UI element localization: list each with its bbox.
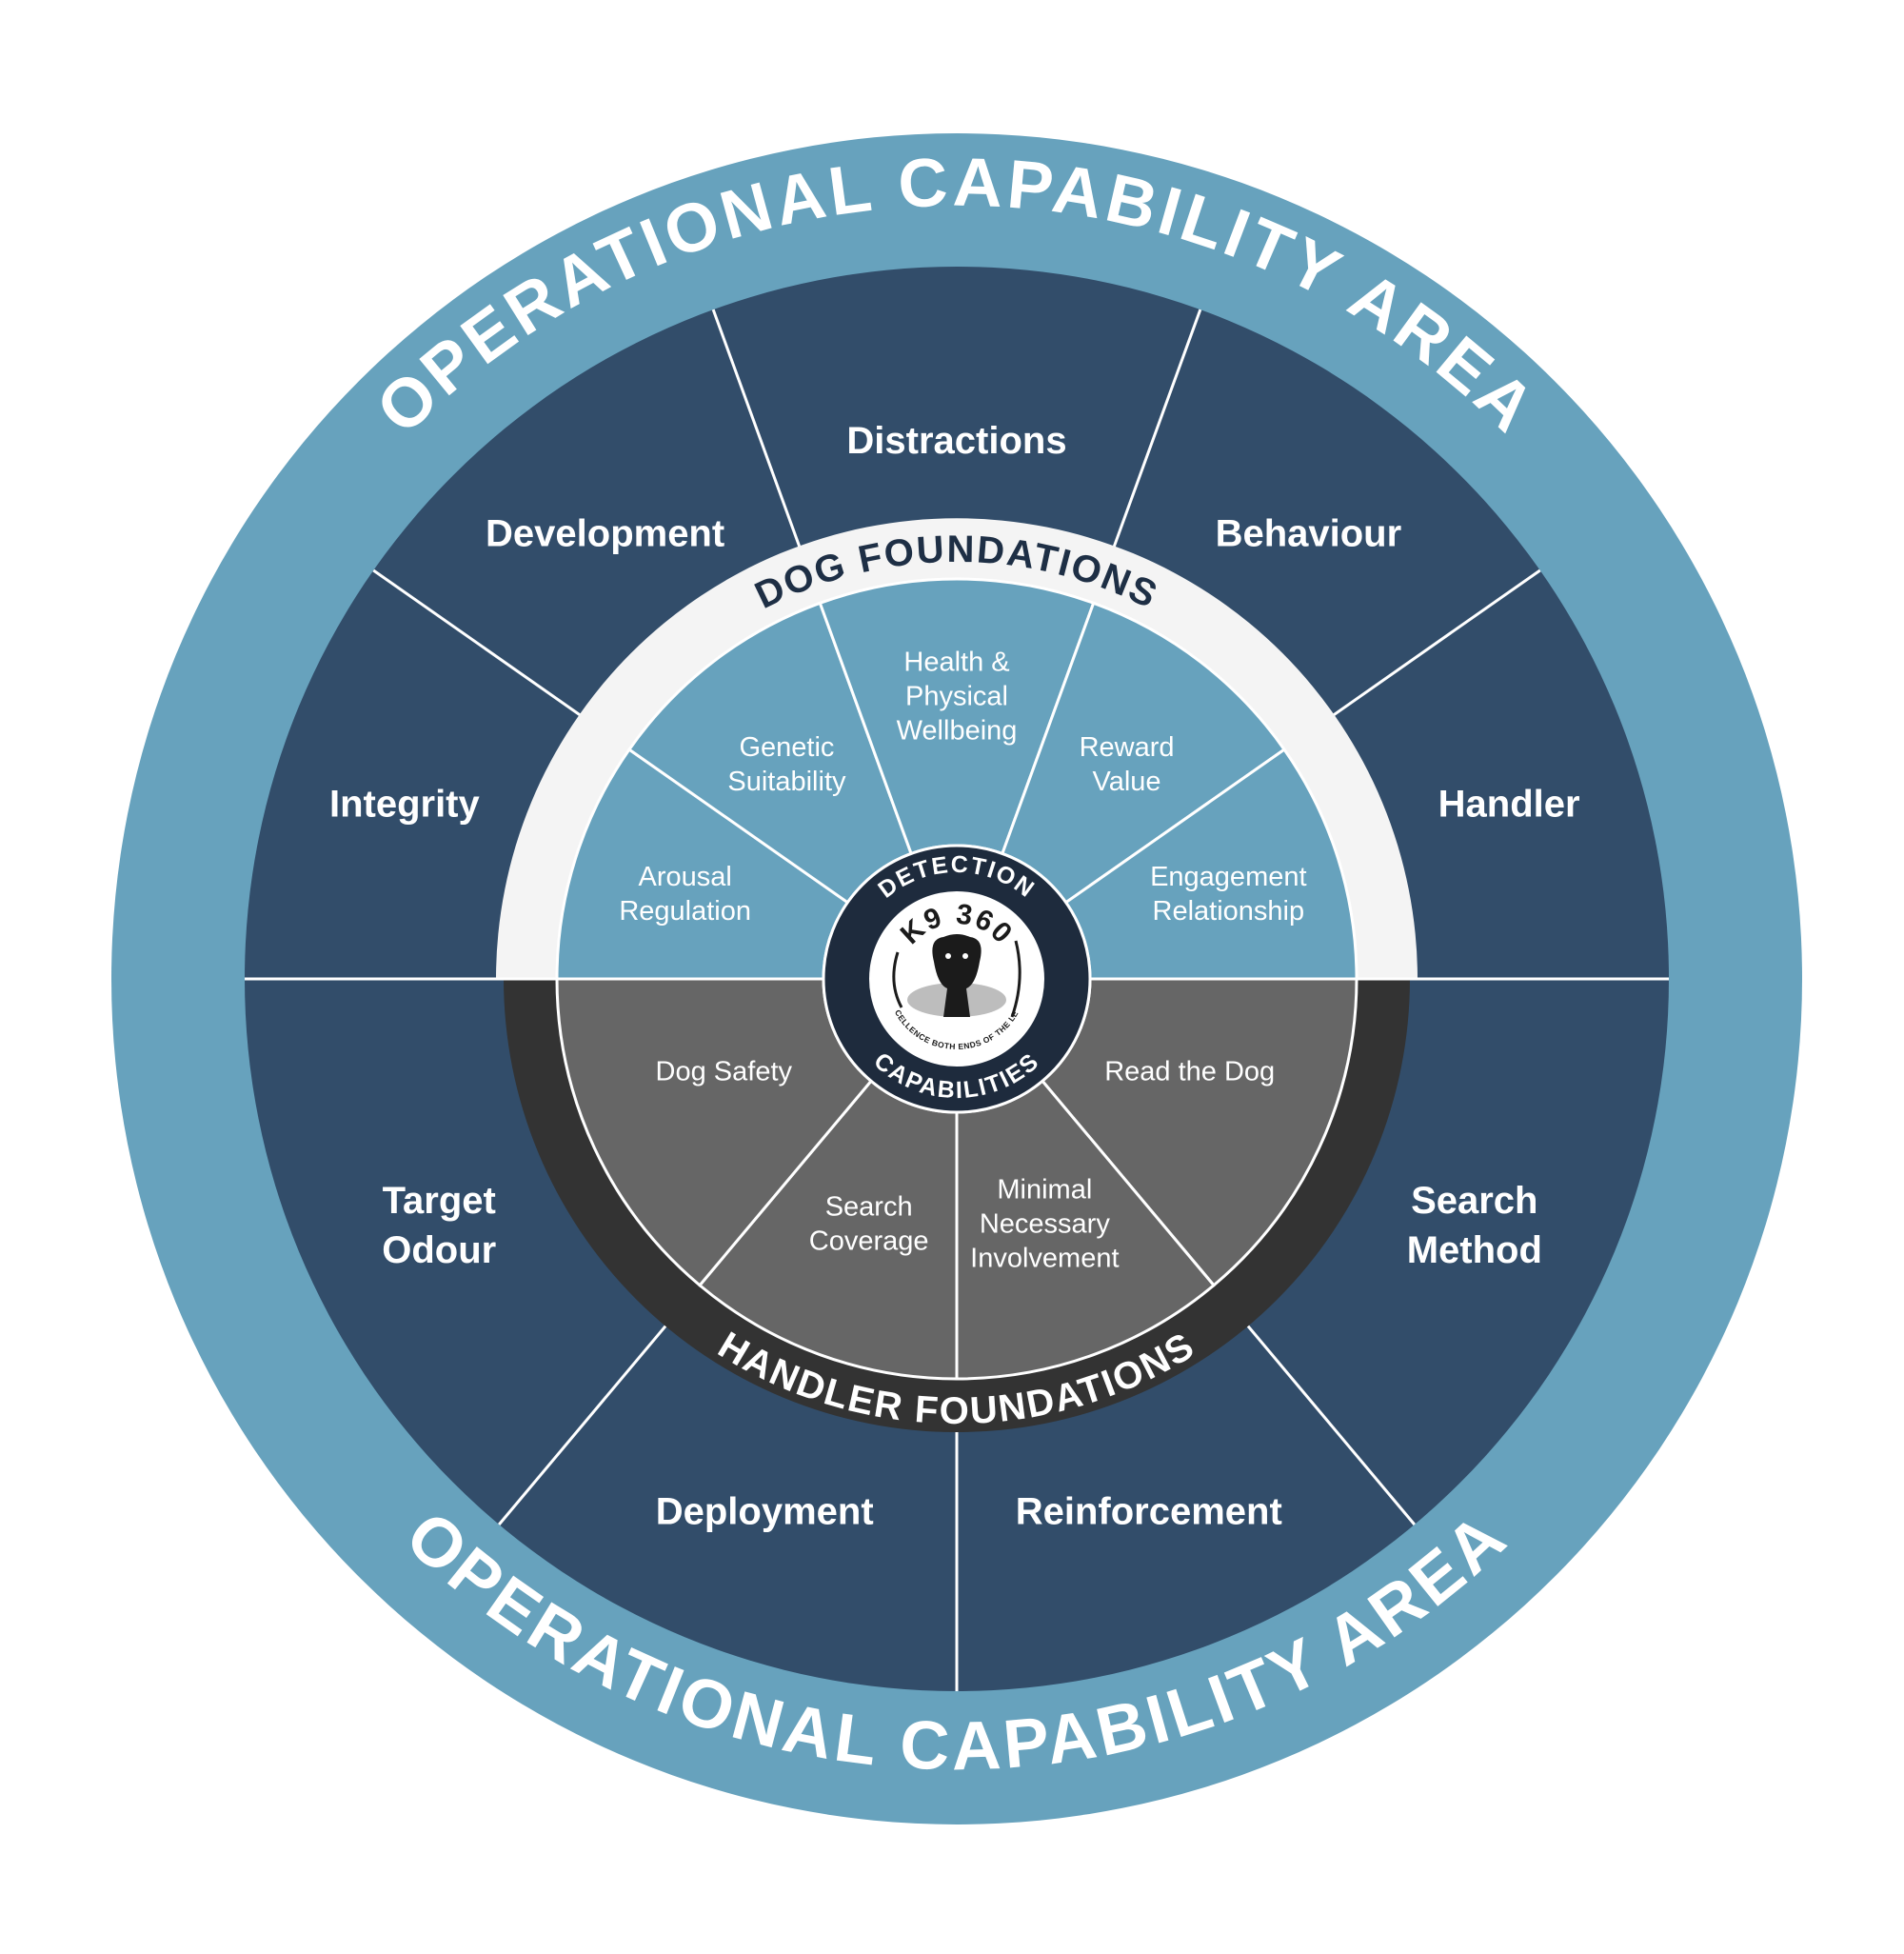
outer-label-deployment-line: Deployment bbox=[656, 1491, 874, 1533]
outer-label-reinforcement-line: Reinforcement bbox=[1016, 1491, 1282, 1533]
handler-foundations-band bbox=[504, 979, 1410, 1432]
outer-label-integrity: Integrity bbox=[329, 784, 481, 826]
handler-label-minimal-necessary-involvement-line: Involvement bbox=[970, 1243, 1119, 1273]
outer-label-development: Development bbox=[486, 512, 724, 554]
outer-label-handler-line: Handler bbox=[1438, 784, 1580, 826]
outer-label-development-line: Development bbox=[486, 512, 724, 554]
leash-icon bbox=[892, 951, 903, 1008]
outer-label-search-method-line: Search bbox=[1411, 1180, 1537, 1222]
outer-label-handler: Handler bbox=[1438, 784, 1580, 826]
dog-label-health-physical-wellbeing-line: Physical bbox=[905, 682, 1008, 712]
dog-label-arousal-regulation-line: Regulation bbox=[619, 896, 751, 927]
outer-label-distractions-line: Distractions bbox=[846, 420, 1066, 462]
handler-label-search-coverage-line: Search bbox=[825, 1191, 913, 1222]
outer-label-integrity-line: Integrity bbox=[329, 784, 481, 826]
outer-label-target-odour-line: Target bbox=[383, 1180, 496, 1222]
dog-label-engagement-relationship-line: Engagement bbox=[1150, 862, 1306, 892]
outer-label-behaviour-line: Behaviour bbox=[1216, 512, 1402, 554]
outer-label-deployment: Deployment bbox=[656, 1491, 874, 1533]
handler-label-read-the-dog: Read the Dog bbox=[1104, 1057, 1275, 1087]
dog-label-engagement-relationship-line: Relationship bbox=[1153, 896, 1305, 927]
dog-label-arousal-regulation-line: Arousal bbox=[639, 862, 732, 892]
handler-label-read-the-dog-line: Read the Dog bbox=[1104, 1057, 1275, 1087]
dog-label-health-physical-wellbeing-line: Health & bbox=[903, 648, 1009, 678]
leash-icon bbox=[1010, 940, 1021, 1018]
handler-label-search-coverage-line: Coverage bbox=[809, 1226, 929, 1256]
outer-label-behaviour: Behaviour bbox=[1216, 512, 1402, 554]
handler-label-minimal-necessary-involvement-line: Necessary bbox=[980, 1208, 1110, 1239]
dog-label-health-physical-wellbeing-line: Wellbeing bbox=[897, 716, 1018, 747]
dog-label-genetic-suitability-line: Suitability bbox=[727, 767, 846, 797]
handler-label-minimal-necessary-involvement-line: Minimal bbox=[997, 1174, 1092, 1205]
dog-label-reward-value-line: Reward bbox=[1080, 732, 1175, 763]
outer-label-distractions: Distractions bbox=[846, 420, 1066, 462]
dog-head-icon bbox=[932, 934, 982, 1017]
dog-label-genetic-suitability-line: Genetic bbox=[739, 732, 834, 763]
outer-label-search-method-line: Method bbox=[1407, 1229, 1542, 1271]
handler-label-dog-safety: Dog Safety bbox=[656, 1057, 793, 1087]
outer-label-reinforcement: Reinforcement bbox=[1016, 1491, 1282, 1533]
dog-eye-icon bbox=[945, 953, 951, 959]
dog-eye-icon bbox=[962, 953, 968, 959]
handler-label-dog-safety-line: Dog Safety bbox=[656, 1057, 793, 1087]
dog-foundations-band bbox=[496, 518, 1418, 979]
outer-label-target-odour-line: Odour bbox=[382, 1229, 496, 1271]
dog-label-reward-value-line: Value bbox=[1093, 767, 1161, 797]
